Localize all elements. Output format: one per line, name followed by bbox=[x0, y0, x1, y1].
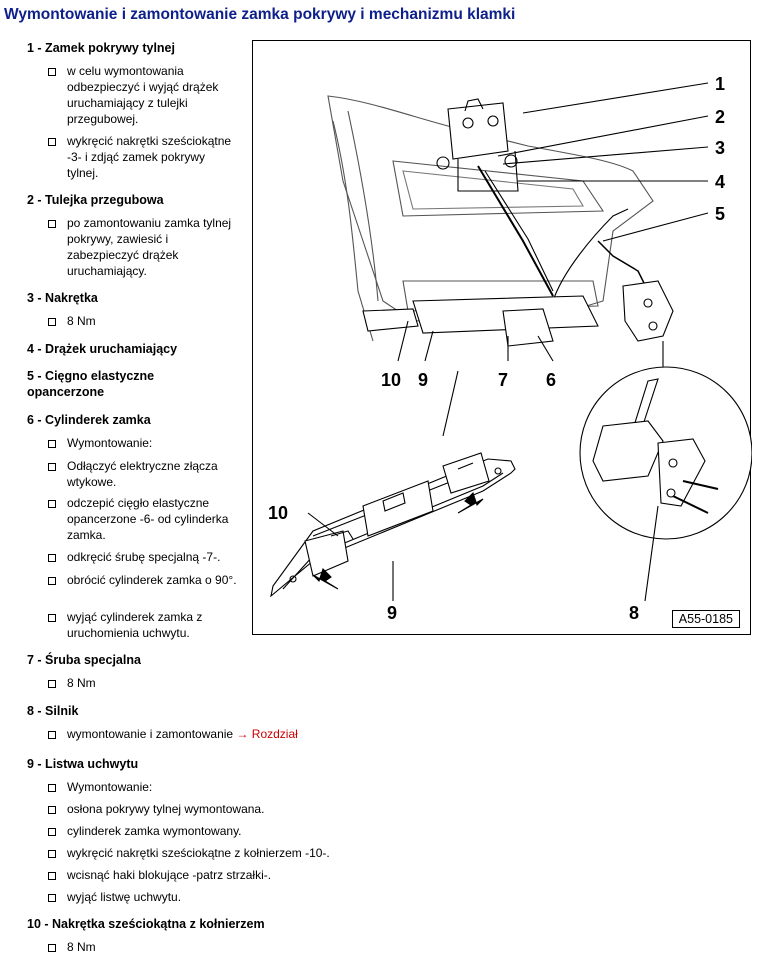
item-7-step-1: 8 Nm bbox=[48, 675, 238, 691]
item-6-step-2: Odłączyć elektryczne złącza wtykowe. bbox=[48, 458, 238, 490]
figure-drawing: 1 2 3 4 5 10 9 7 6 10 9 8 bbox=[268, 74, 752, 623]
item-1-step-1: w celu wymontowania odbezpieczyć i wyjąć… bbox=[48, 63, 238, 127]
callout-9-top: 9 bbox=[418, 370, 428, 390]
callout-7: 7 bbox=[498, 370, 508, 390]
item-9-step-6: wyjąć listwę uchwytu. bbox=[48, 889, 368, 905]
page-title: Wymontowanie i zamontowanie zamka pokryw… bbox=[4, 6, 516, 23]
callout-10-bottom: 10 bbox=[268, 503, 288, 523]
item-1-heading: 1 - Zamek pokrywy tylnej bbox=[27, 41, 175, 55]
item-4-heading: 4 - Drążek uruchamiający bbox=[27, 342, 178, 356]
item-2-step-1: po zamontowaniu zamka tylnej pokrywy, za… bbox=[48, 215, 238, 279]
exploded-view-figure: 1 2 3 4 5 10 9 7 6 10 9 8 A55-0185 bbox=[252, 40, 752, 635]
item-9-step-4: wykręcić nakrętki sześciokątne z kołnier… bbox=[48, 845, 388, 861]
callout-5: 5 bbox=[715, 204, 725, 224]
item-8-step-1: wymontowanie i zamontowanie → Rozdział bbox=[48, 726, 348, 742]
callout-4: 4 bbox=[715, 172, 725, 192]
item-9-heading: 9 - Listwa uchwytu bbox=[27, 757, 139, 771]
chapter-link[interactable]: → Rozdział bbox=[236, 727, 298, 741]
callout-9-bottom: 9 bbox=[387, 603, 397, 623]
item-9-step-2: osłona pokrywy tylnej wymontowana. bbox=[48, 801, 368, 817]
item-8-heading: 8 - Silnik bbox=[27, 704, 79, 718]
callout-3: 3 bbox=[715, 138, 725, 158]
item-9-step-5: wcisnąć haki blokujące -patrz strzałki-. bbox=[48, 867, 368, 883]
item-6-step-3: odczepić cięgło elastyczne opancerzone -… bbox=[48, 495, 238, 543]
item-6-step-1: Wymontowanie: bbox=[48, 435, 238, 451]
callout-1: 1 bbox=[715, 74, 725, 94]
item-6-heading: 6 - Cylinderek zamka bbox=[27, 413, 151, 427]
callout-6: 6 bbox=[546, 370, 556, 390]
item-6-step-4: odkręcić śrubę specjalną -7-. bbox=[48, 549, 238, 565]
item-3-heading: 3 - Nakrętka bbox=[27, 291, 98, 305]
item-2-heading: 2 - Tulejka przegubowa bbox=[27, 193, 164, 207]
item-10-heading: 10 - Nakrętka sześciokątna z kołnierzem bbox=[27, 917, 265, 931]
item-10-step-1: 8 Nm bbox=[48, 939, 238, 955]
callout-2: 2 bbox=[715, 107, 725, 127]
item-3-step-1: 8 Nm bbox=[48, 313, 238, 329]
item-9-step-3: cylinderek zamka wymontowany. bbox=[48, 823, 368, 839]
figure-id: A55-0185 bbox=[671, 610, 740, 628]
item-7-heading: 7 - Śruba specjalna bbox=[27, 653, 141, 667]
callout-8: 8 bbox=[629, 603, 639, 623]
item-1-step-2: wykręcić nakrętki sześciokątne -3- i zdj… bbox=[48, 133, 238, 181]
item-5-heading: 5 - Cięgno elastyczne opancerzone bbox=[27, 369, 155, 399]
item-6-step-5: obrócić cylinderek zamka o 90°. bbox=[48, 572, 238, 588]
item-9-step-1: Wymontowanie: bbox=[48, 779, 368, 795]
item-6-step-6: wyjąć cylinderek zamka z uruchomienia uc… bbox=[48, 609, 238, 641]
callout-10-top: 10 bbox=[381, 370, 401, 390]
